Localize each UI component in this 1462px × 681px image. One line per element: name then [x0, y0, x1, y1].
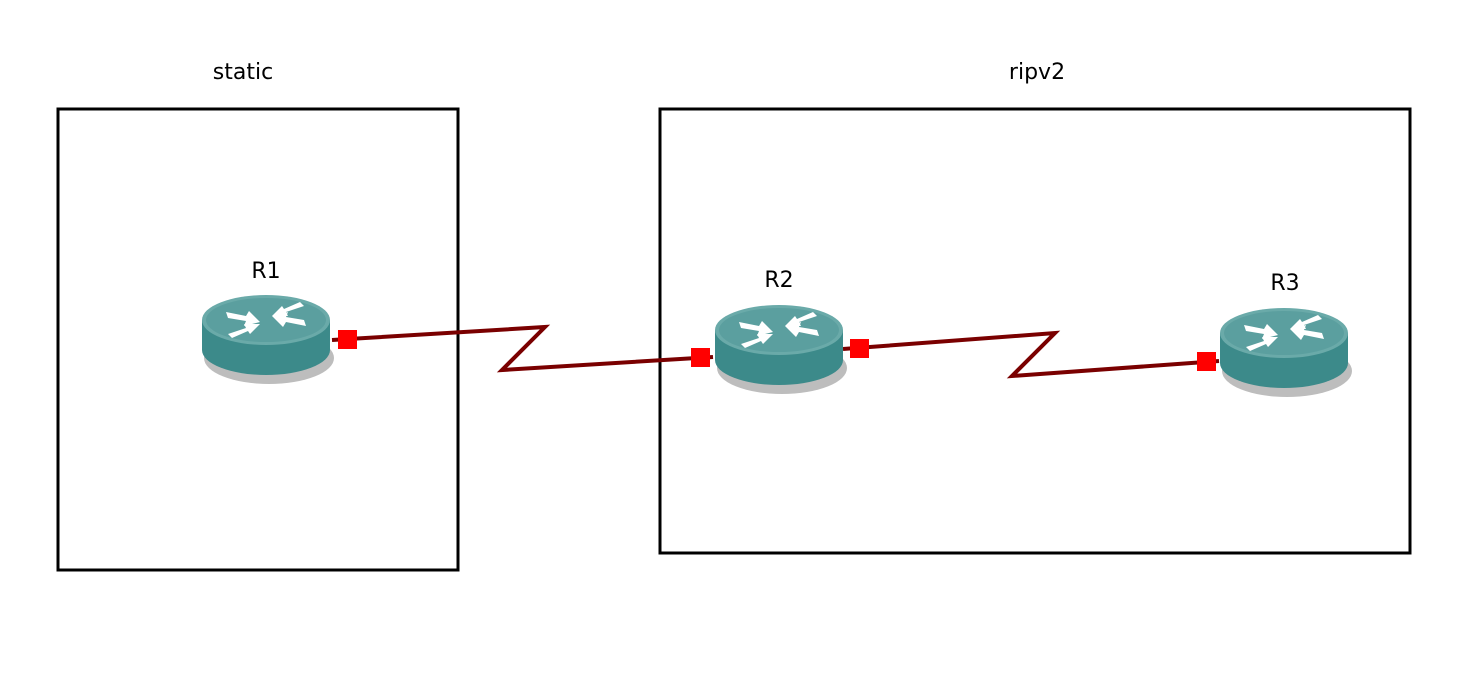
port-r1-r2-link[interactable]	[338, 330, 357, 349]
area-label-ripv2[interactable]: ripv2	[1008, 60, 1066, 85]
area-static-box[interactable]	[56, 107, 460, 572]
port-r2-r3-link[interactable]	[850, 339, 869, 358]
port-r3-r2-link[interactable]	[1197, 352, 1216, 371]
serial-link-r1-r2[interactable]	[331, 324, 714, 373]
router-arrows-icon	[1244, 315, 1324, 351]
router-label-r3[interactable]: R3	[1270, 271, 1300, 296]
router-r2[interactable]	[715, 305, 847, 394]
router-arrows-icon	[226, 302, 306, 338]
port-r2-r1-link[interactable]	[691, 348, 710, 367]
router-label-r2[interactable]: R2	[764, 268, 794, 293]
router-r1[interactable]	[202, 295, 334, 384]
router-arrows-icon	[739, 312, 819, 348]
serial-link-r2-r3[interactable]	[842, 330, 1220, 379]
area-label-static[interactable]: static	[212, 60, 274, 85]
area-ripv2-box[interactable]	[658, 107, 1412, 555]
router-r3[interactable]	[1220, 308, 1352, 397]
router-label-r1[interactable]: R1	[251, 259, 281, 284]
